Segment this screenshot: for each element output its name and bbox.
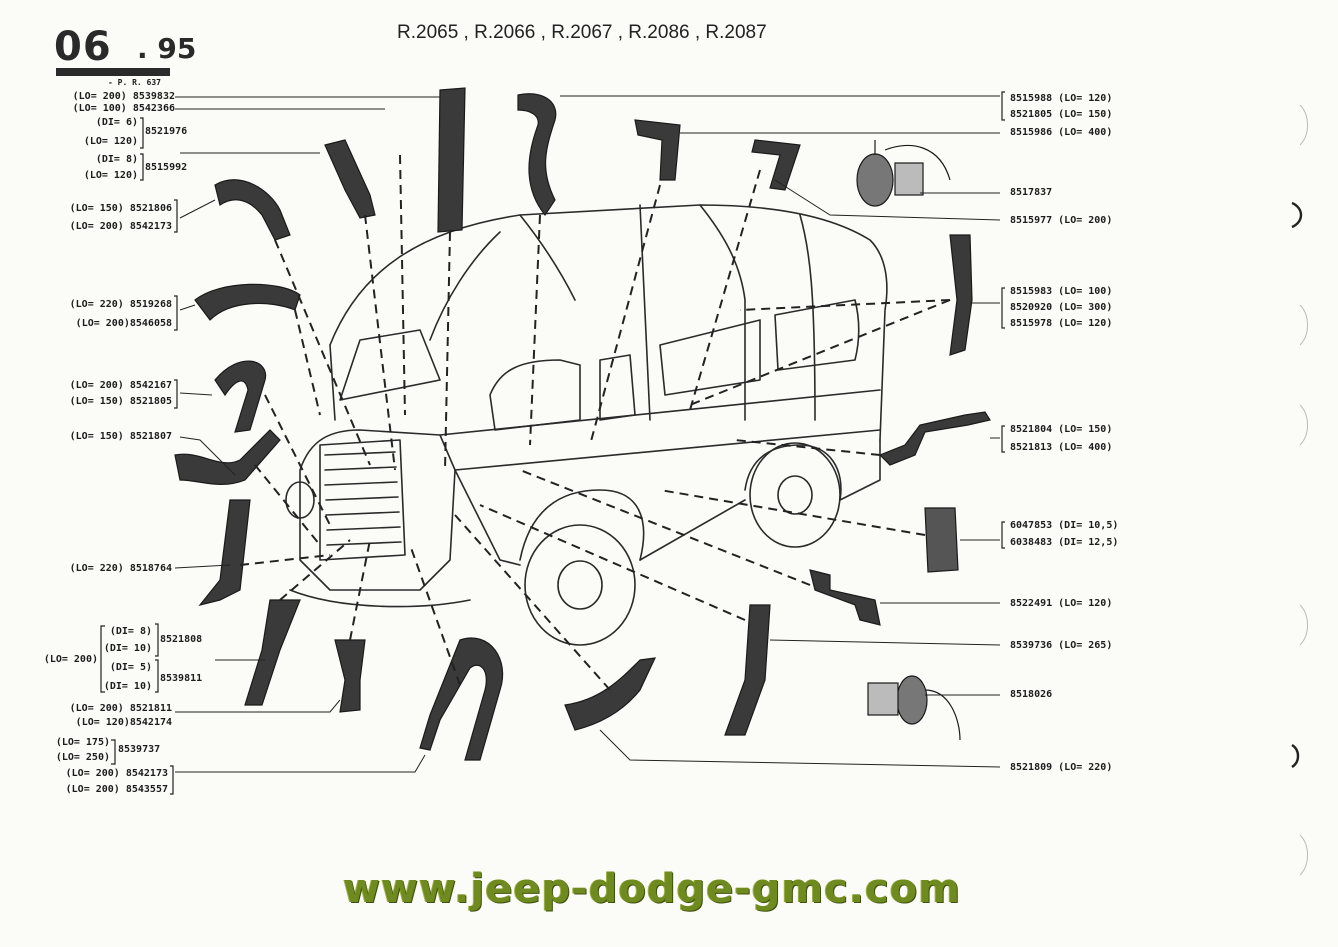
part-label: (DI= 8) [95,154,138,165]
part-label: (LO= 150) 8521806 [69,203,172,214]
part-label: 8521805 (LO= 150) [1010,109,1113,120]
header-rule [56,68,170,76]
part-label: 8515983 (LO= 100) [1010,286,1113,297]
part-label: 8518026 [1010,689,1053,700]
website-watermark: www.jeep-dodge-gmc.com [343,866,961,912]
leader-lines [239,154,951,691]
part-label: (LO= 200) [43,654,98,665]
part-label: (LO= 200) 8542173 [69,221,172,232]
part-label: 8520920 (LO= 300) [1010,302,1113,313]
part-number: 8539811 [160,673,203,684]
part-label: (LO= 220) 8519268 [69,299,172,310]
model-list: R.2065 , R.2066 , R.2067 , R.2086 , R.20… [397,22,767,43]
part-label: 8521804 (LO= 150) [1010,424,1113,435]
part-label: (DI= 8) [109,626,152,637]
part-label: 8522491 (LO= 120) [1010,598,1113,609]
part-number: 8515992 [145,162,188,173]
part-label: 6047853 (DI= 10,5) [1010,520,1119,531]
part-label: (DI= 6) [95,117,138,128]
part-label: (LO= 250) [55,752,110,763]
punch-holes [1299,104,1308,876]
part-number: 8539737 [118,744,161,755]
part-number: 8521976 [145,126,188,137]
punch-marks [1291,201,1303,769]
part-label: 8521813 (LO= 400) [1010,442,1113,453]
part-label: (DI= 10) [103,643,152,654]
section-code: 06 [54,24,112,70]
part-label: 6038483 (DI= 12,5) [1010,537,1119,548]
label-brackets [100,91,1005,795]
part-label: 8515988 (LO= 120) [1010,93,1113,104]
part-label: (LO= 200) 8539832 [72,91,175,102]
pr-reference: - P. R. 637 [108,78,161,87]
part-number: 8521808 [160,634,203,645]
part-label: (LO= 200) 8543557 [65,784,168,795]
part-label: 8515978 (LO= 120) [1010,318,1113,329]
part-label: (LO= 120)8542174 [75,717,172,728]
part-label: (DI= 10) [103,681,152,692]
part-label: (LO= 200) 8521811 [69,703,172,714]
part-label: (LO= 150) 8521807 [69,431,172,442]
part-label: (LO= 200) 8542167 [69,380,172,391]
part-label: (LO= 100) 8542366 [72,103,175,114]
part-label: (LO= 200) 8542173 [65,768,168,779]
section-subcode: . 95 [137,32,197,65]
label-lines [174,95,1001,773]
part-label: 8539736 (LO= 265) [1010,640,1113,651]
part-label: (LO= 220) 8518764 [69,563,172,574]
van-outline [285,204,888,646]
part-label: 8515977 (LO= 200) [1010,215,1113,226]
part-label: (DI= 5) [109,662,152,673]
part-label: 8515986 (LO= 400) [1010,127,1113,138]
part-label: (LO= 175) [55,737,110,748]
part-label: (LO= 150) 8521805 [69,396,172,407]
part-label: (LO= 120) [83,170,138,181]
part-label: 8521809 (LO= 220) [1010,762,1113,773]
part-label: (LO= 200)8546058 [75,318,172,329]
part-label: (LO= 120) [83,136,138,147]
part-label: 8517837 [1010,187,1053,198]
parts [174,87,991,761]
